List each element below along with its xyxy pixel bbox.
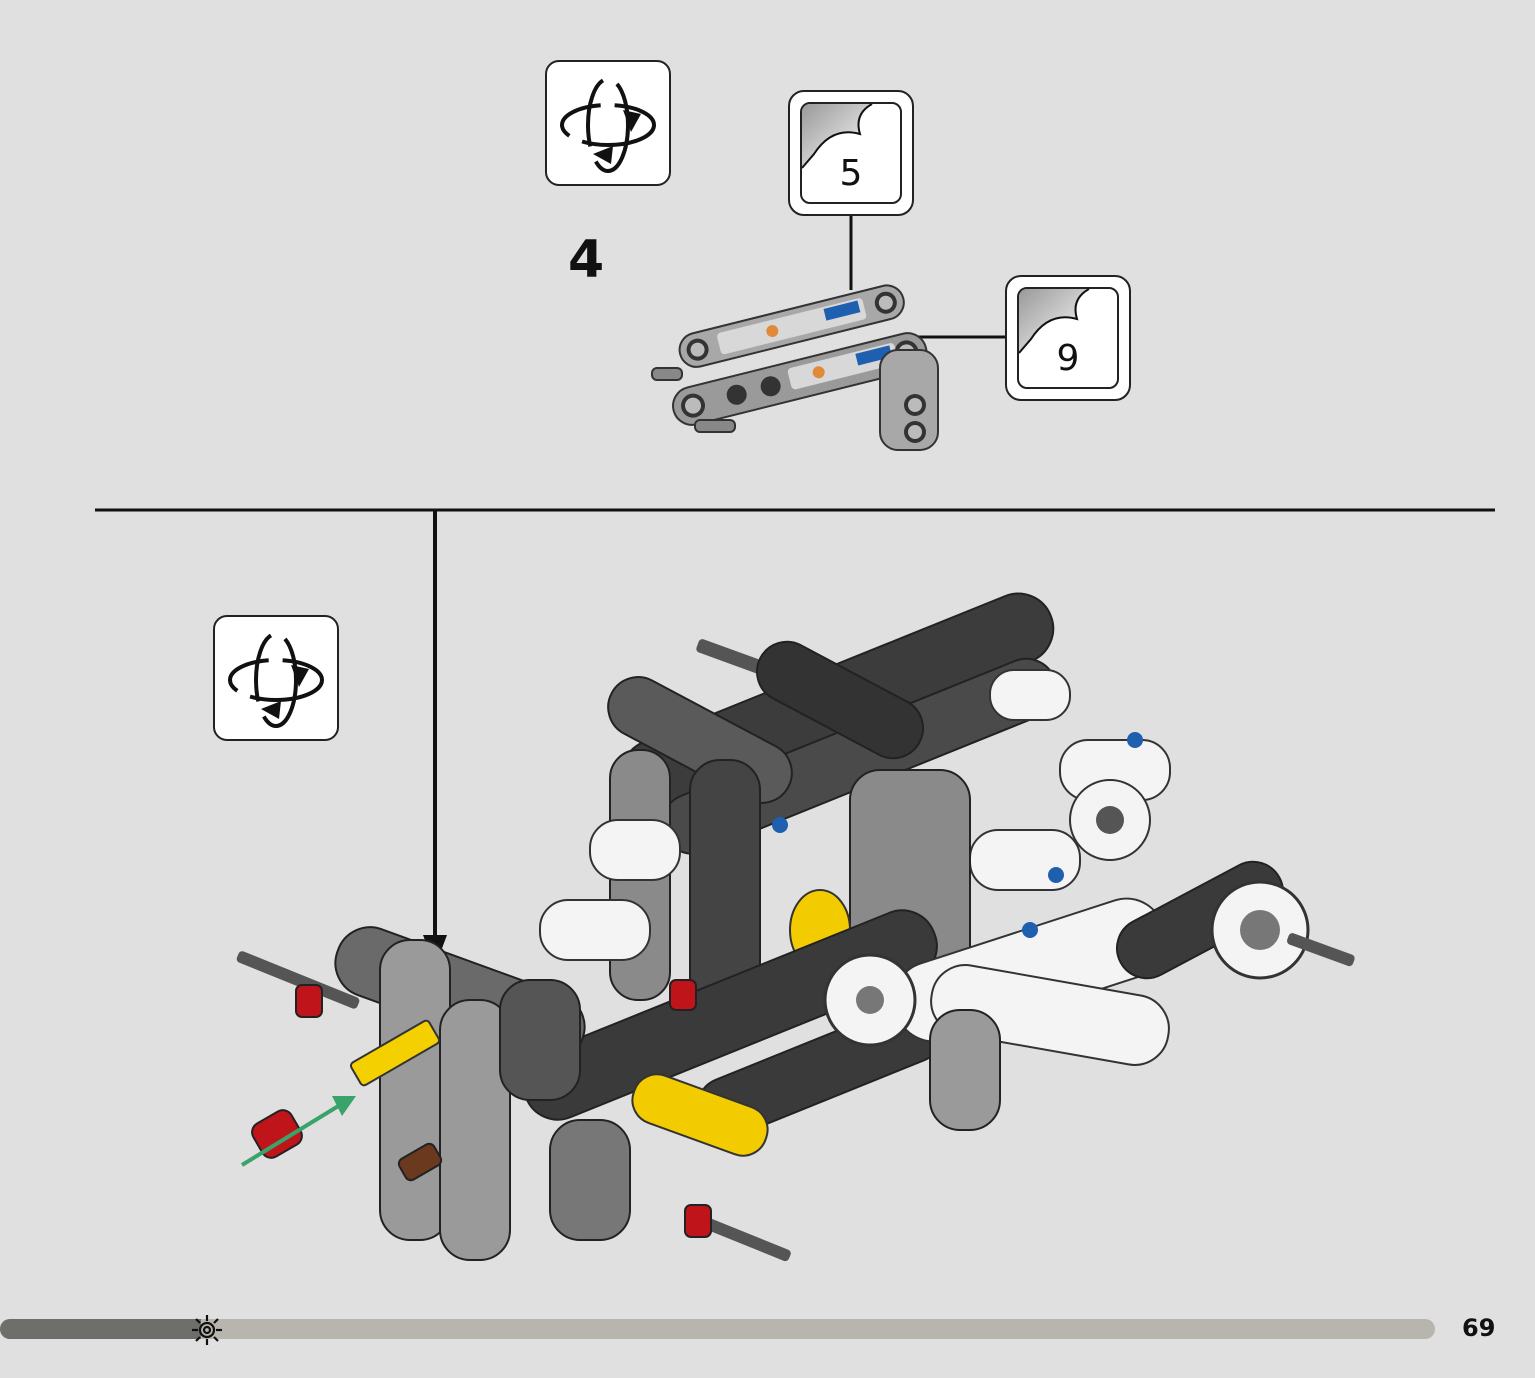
page-number: 69 [1462, 1314, 1496, 1342]
sub-assembly-illustration [651, 284, 939, 451]
rotate-model-box-bottom [213, 615, 339, 741]
gear-icon [192, 1315, 222, 1345]
model-assembly-illustration [236, 592, 1355, 1262]
sticker-leader-lines [849, 216, 1005, 339]
rotate-model-icon [560, 77, 656, 173]
sticker-callout-9: 9 [1005, 275, 1131, 401]
step-divider [95, 508, 1495, 512]
sticker-callout-5: 5 [788, 90, 914, 216]
rotate-model-box-top [545, 60, 671, 186]
sticker-icon [802, 104, 873, 169]
progress-bar [0, 1319, 1435, 1339]
step-number: 4 [568, 230, 605, 290]
sticker-icon [1019, 289, 1090, 354]
rotate-model-icon [228, 632, 324, 728]
sticker-number: 9 [1056, 338, 1080, 379]
progress-fill [0, 1319, 201, 1339]
sticker-number: 5 [839, 153, 863, 194]
